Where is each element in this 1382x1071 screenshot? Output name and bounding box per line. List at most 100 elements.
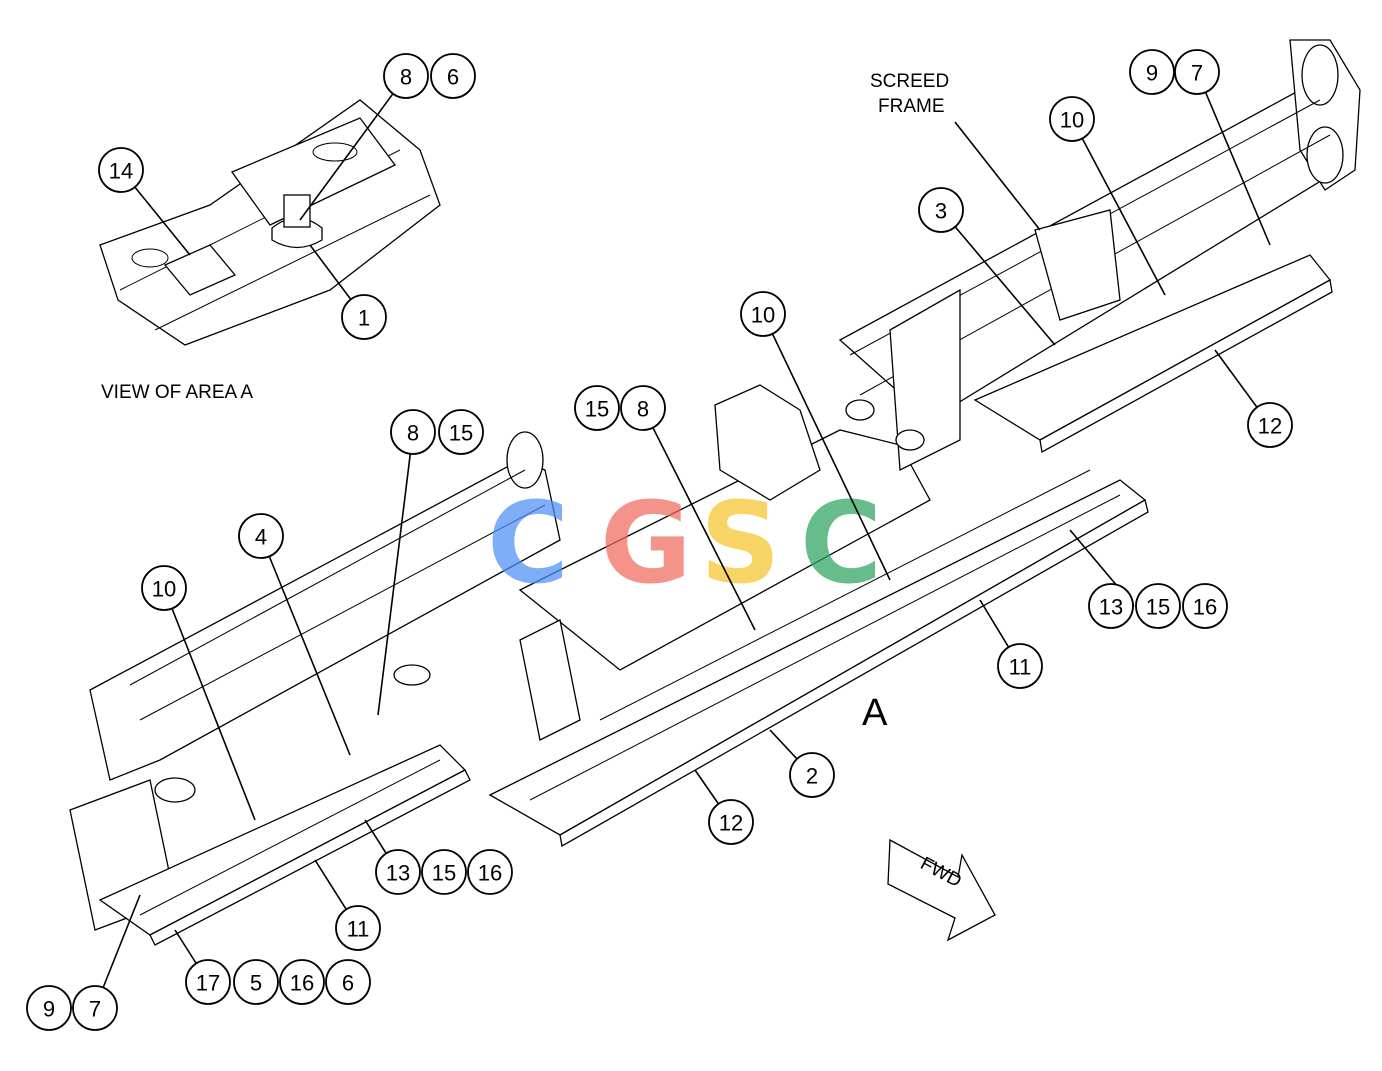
callout-7: 7 (1174, 49, 1220, 95)
callout-6: 6 (430, 53, 476, 99)
callout-number: 15 (449, 421, 473, 446)
callout-circle (708, 799, 754, 845)
callout-circle (26, 985, 72, 1031)
watermark-letter: C (800, 479, 882, 609)
callout-circle (1088, 583, 1134, 629)
callout-circle (789, 752, 835, 798)
callout-9: 9 (26, 985, 72, 1031)
callout-circle (1174, 49, 1220, 95)
callout-number: 8 (407, 421, 419, 446)
watermark-letter: C (487, 479, 569, 609)
callout-circle (421, 849, 467, 895)
callout-circle (918, 187, 964, 233)
callout-2: 2 (789, 752, 835, 798)
leader-lines (94, 71, 1271, 1009)
callout-number: 7 (89, 997, 101, 1022)
callout-12: 12 (1247, 402, 1293, 448)
screed-frame-label-line2: FRAME (878, 96, 945, 117)
callout-circle (185, 959, 231, 1005)
callout-circle (279, 959, 325, 1005)
callout-number: 12 (1258, 414, 1282, 439)
callout-12: 12 (708, 799, 754, 845)
callout-number: 14 (109, 159, 133, 184)
callout-number: 17 (196, 971, 220, 996)
callout-number: 6 (342, 971, 354, 996)
callout-circle (1247, 402, 1293, 448)
callout-number: 9 (1146, 61, 1158, 86)
callout-circle (1182, 583, 1228, 629)
callout-circle (233, 959, 279, 1005)
callout-number: 10 (1060, 108, 1084, 133)
callout-number: 5 (250, 971, 262, 996)
callout-10: 10 (1049, 96, 1095, 142)
center-screed-section (488, 384, 1149, 848)
callout-16: 16 (279, 959, 325, 1005)
forward-arrow: FWD (887, 838, 996, 942)
callout-8: 8 (383, 53, 429, 99)
callout-11: 11 (335, 905, 381, 951)
callout-number: 12 (719, 811, 743, 836)
watermark-letter: G (600, 479, 692, 609)
callout-5: 5 (233, 959, 279, 1005)
area-a-marker: A (862, 692, 888, 734)
callout-number: 9 (43, 997, 55, 1022)
callout-circle (141, 565, 187, 611)
callout-9: 9 (1129, 49, 1175, 95)
callout-circle (740, 291, 786, 337)
callout-circle (335, 905, 381, 951)
callout-8: 8 (620, 385, 666, 431)
callout-number: 7 (1191, 61, 1203, 86)
callout-number: 13 (1099, 595, 1123, 620)
callout-number: 16 (290, 971, 314, 996)
callout-16: 16 (467, 849, 513, 895)
callout-15: 15 (438, 409, 484, 455)
callout-number: 2 (806, 764, 818, 789)
callout-11: 11 (997, 643, 1043, 689)
callout-13: 13 (1088, 583, 1134, 629)
callout-7: 7 (72, 985, 118, 1031)
callout-circle (1135, 583, 1181, 629)
callout-circle (238, 513, 284, 559)
callout-13: 13 (375, 849, 421, 895)
callout-circle (1049, 96, 1095, 142)
watermark-letter: S (700, 479, 781, 609)
callout-circle (467, 849, 513, 895)
callout-circle (1129, 49, 1175, 95)
callout-circle (341, 294, 387, 340)
callout-15: 15 (574, 385, 620, 431)
callout-number: 15 (1146, 595, 1170, 620)
detail-view-area-a (99, 99, 441, 346)
screed-frame-label-line1: SCREED (870, 71, 949, 92)
callout-circle (997, 643, 1043, 689)
callout-6: 6 (325, 959, 371, 1005)
callout-circle (375, 849, 421, 895)
callout-number: 13 (386, 861, 410, 886)
callout-circle (430, 53, 476, 99)
callout-number: 4 (255, 525, 267, 550)
callout-10: 10 (141, 565, 187, 611)
callout-16: 16 (1182, 583, 1228, 629)
callout-15: 15 (421, 849, 467, 895)
callout-circle (438, 409, 484, 455)
callout-number: 10 (152, 577, 176, 602)
callout-circle (325, 959, 371, 1005)
callout-circle (72, 985, 118, 1031)
callout-circle (383, 53, 429, 99)
callout-circle (574, 385, 620, 431)
callout-14: 14 (98, 147, 144, 193)
callout-4: 4 (238, 513, 284, 559)
callout-circle (98, 147, 144, 193)
callout-number: 11 (347, 917, 370, 942)
callout-number: 15 (432, 861, 456, 886)
callout-15: 15 (1135, 583, 1181, 629)
callout-number: 15 (585, 397, 609, 422)
view-of-area-label: VIEW OF AREA A (101, 382, 253, 403)
callout-number: 8 (400, 65, 412, 90)
callout-number: 16 (1193, 595, 1217, 620)
callout-17: 17 (185, 959, 231, 1005)
callout-circle (390, 409, 436, 455)
